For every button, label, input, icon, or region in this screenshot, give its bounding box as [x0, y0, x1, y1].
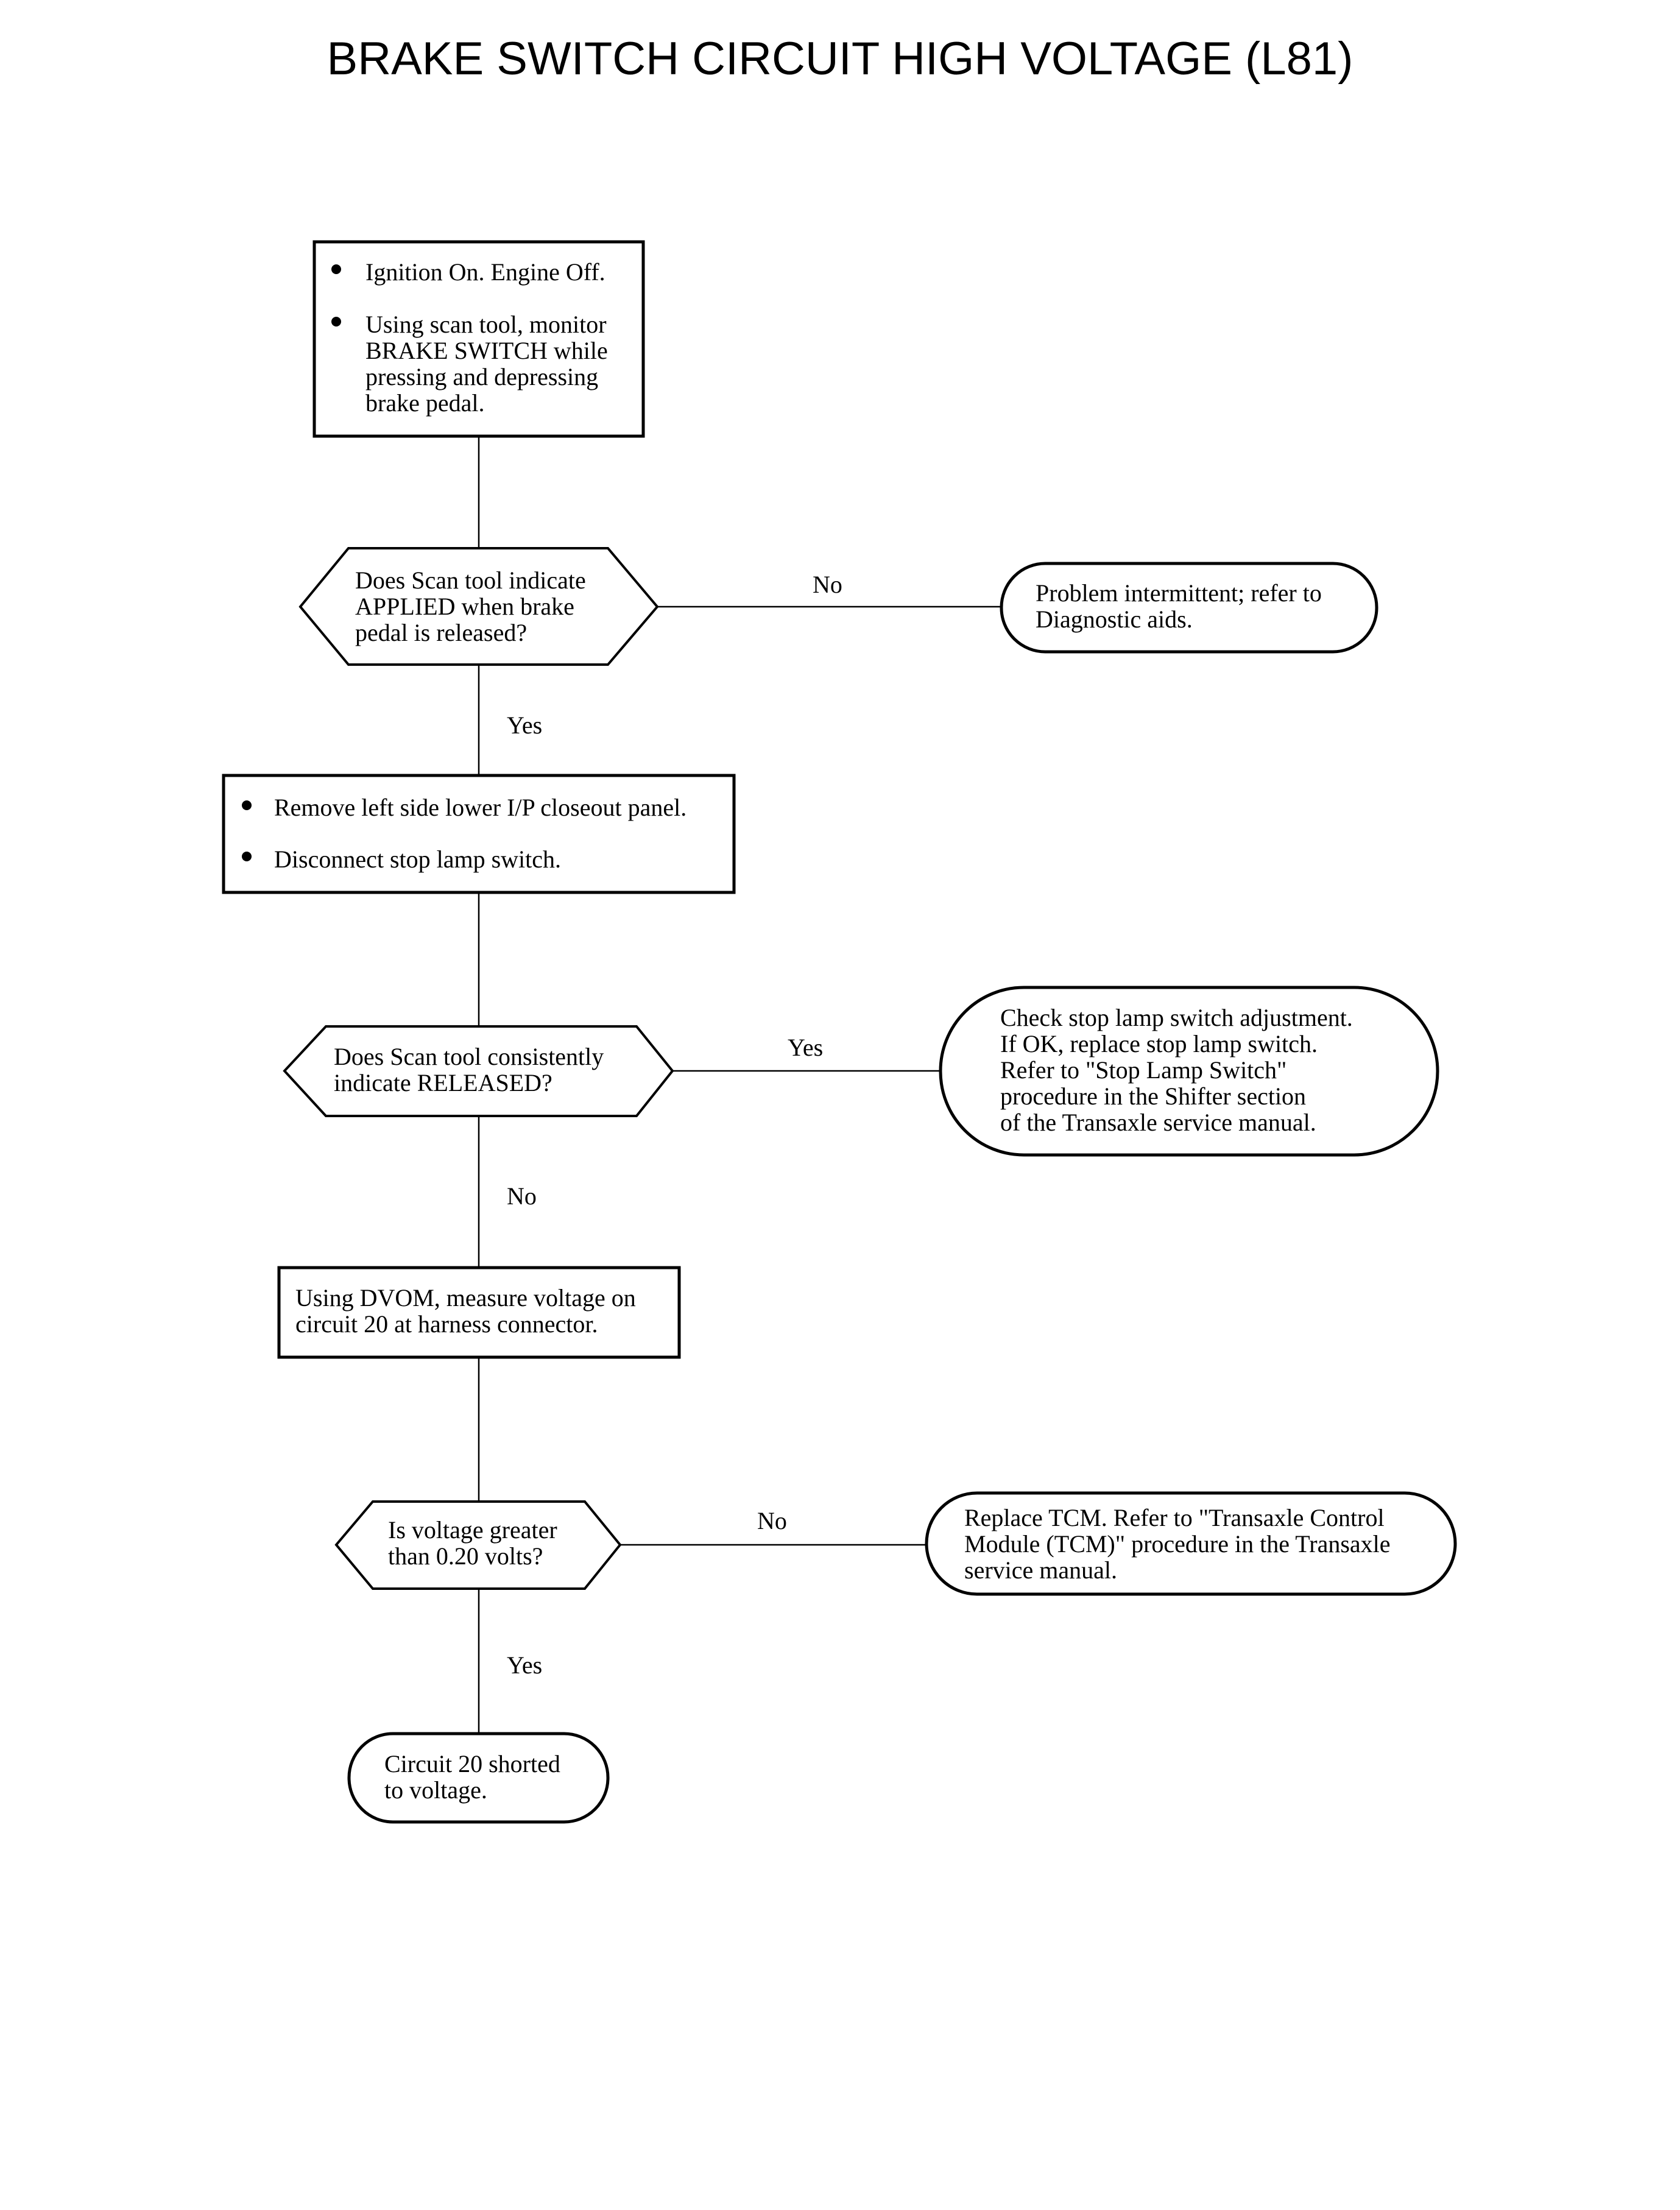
svg-text:Using DVOM, measure voltage on: Using DVOM, measure voltage on circuit 2… — [295, 1284, 642, 1338]
decision2-line: indicate RELEASED? — [334, 1069, 552, 1096]
result2-line: If OK, replace stop lamp switch. — [1000, 1030, 1318, 1057]
result1-line: Diagnostic aids. — [1036, 605, 1193, 633]
bullet-icon — [242, 800, 252, 810]
edge-label-no: No — [507, 1182, 537, 1210]
terminal-result-2: Check stop lamp switch adjustment. If OK… — [939, 986, 1439, 1157]
decision-hexagon-3: Is voltage greater than 0.20 volts? — [334, 1500, 622, 1590]
svg-text:Does Scan tool consistently: Does Scan tool consistently indicate REL… — [334, 1043, 610, 1096]
edge-label-no: No — [813, 571, 842, 598]
decision3-line: Is voltage greater — [388, 1516, 557, 1544]
svg-text:Using scan tool, monitor: Using scan tool, monitor BRAKE SWITCH wh… — [365, 311, 614, 417]
svg-text:Circuit 20 shorted to vo: Circuit 20 shorted to voltage. — [384, 1750, 566, 1804]
svg-text:Does Scan tool indicate: Does Scan tool indicate APPLIED when bra… — [355, 567, 592, 646]
decision3-line: than 0.20 volts? — [388, 1542, 543, 1570]
edge-label-no: No — [757, 1507, 787, 1534]
result2-line: of the Transaxle service manual. — [1000, 1109, 1316, 1136]
step1-line: brake pedal. — [365, 389, 484, 417]
edge-label-yes: Yes — [507, 711, 542, 739]
result2-line: Check stop lamp switch adjustment. — [1000, 1004, 1353, 1031]
result2-line: Refer to "Stop Lamp Switch" — [1000, 1056, 1286, 1084]
result4-line: Circuit 20 shorted — [384, 1750, 560, 1778]
process-box-step3: Using DVOM, measure voltage on circuit 2… — [277, 1266, 681, 1359]
step2-line: Remove left side lower I/P closeout pane… — [274, 794, 686, 821]
result1-line: Problem intermittent; refer to — [1036, 579, 1322, 607]
terminal-result-4: Circuit 20 shorted to voltage. — [347, 1732, 610, 1824]
svg-text:Problem intermittent; refer to: Problem intermittent; refer to Diagnosti… — [1036, 579, 1328, 633]
result4-line: to voltage. — [384, 1776, 487, 1804]
decision1-line: APPLIED when brake — [355, 593, 574, 620]
step3-line: Using DVOM, measure voltage on — [295, 1284, 636, 1312]
svg-text:Check stop lamp switch adjustm: Check stop lamp switch adjustment. If OK… — [1000, 1004, 1359, 1136]
step2-line: Disconnect stop lamp switch. — [274, 846, 561, 873]
svg-text:Ignition On. Engine Off.: Ignition On. Engine Off. — [365, 258, 605, 286]
process-box-step1: Ignition On. Engine Off. Using scan tool… — [312, 240, 645, 438]
decision-hexagon-1: Does Scan tool indicate APPLIED when bra… — [298, 547, 659, 666]
bullet-icon — [331, 264, 341, 274]
svg-text:Is voltage greater than: Is voltage greater than 0.20 volts? — [388, 1516, 563, 1570]
edge-label-yes: Yes — [788, 1034, 823, 1061]
terminal-result-3: Replace TCM. Refer to "Transaxle Control… — [925, 1491, 1457, 1596]
bullet-icon — [331, 317, 341, 327]
result2-line: procedure in the Shifter section — [1000, 1082, 1306, 1110]
step1-line: pressing and depressing — [365, 363, 598, 390]
svg-text:Replace TCM. Refer to "Transax: Replace TCM. Refer to "Transaxle Control… — [964, 1504, 1397, 1584]
step1-line: Using scan tool, monitor — [365, 311, 607, 338]
decision1-line: Does Scan tool indicate — [355, 567, 586, 594]
process-box-step2: Remove left side lower I/P closeout pane… — [222, 774, 736, 894]
decision-hexagon-2: Does Scan tool consistently indicate REL… — [283, 1025, 674, 1117]
step1-line: BRAKE SWITCH while — [365, 337, 608, 364]
step1-line: Ignition On. Engine Off. — [365, 258, 605, 286]
bullet-icon — [242, 852, 252, 861]
result3-line: service manual. — [964, 1556, 1117, 1584]
decision2-line: Does Scan tool consistently — [334, 1043, 604, 1070]
page-title: BRAKE SWITCH CIRCUIT HIGH VOLTAGE (L81) — [327, 33, 1354, 85]
result3-line: Module (TCM)" procedure in the Transaxle — [964, 1530, 1391, 1558]
terminal-result-1: Problem intermittent; refer to Diagnosti… — [1000, 562, 1378, 654]
result3-line: Replace TCM. Refer to "Transaxle Control — [964, 1504, 1385, 1531]
decision1-line: pedal is released? — [355, 619, 527, 646]
edge-label-yes: Yes — [507, 1651, 542, 1679]
step3-line: circuit 20 at harness connector. — [295, 1310, 598, 1338]
